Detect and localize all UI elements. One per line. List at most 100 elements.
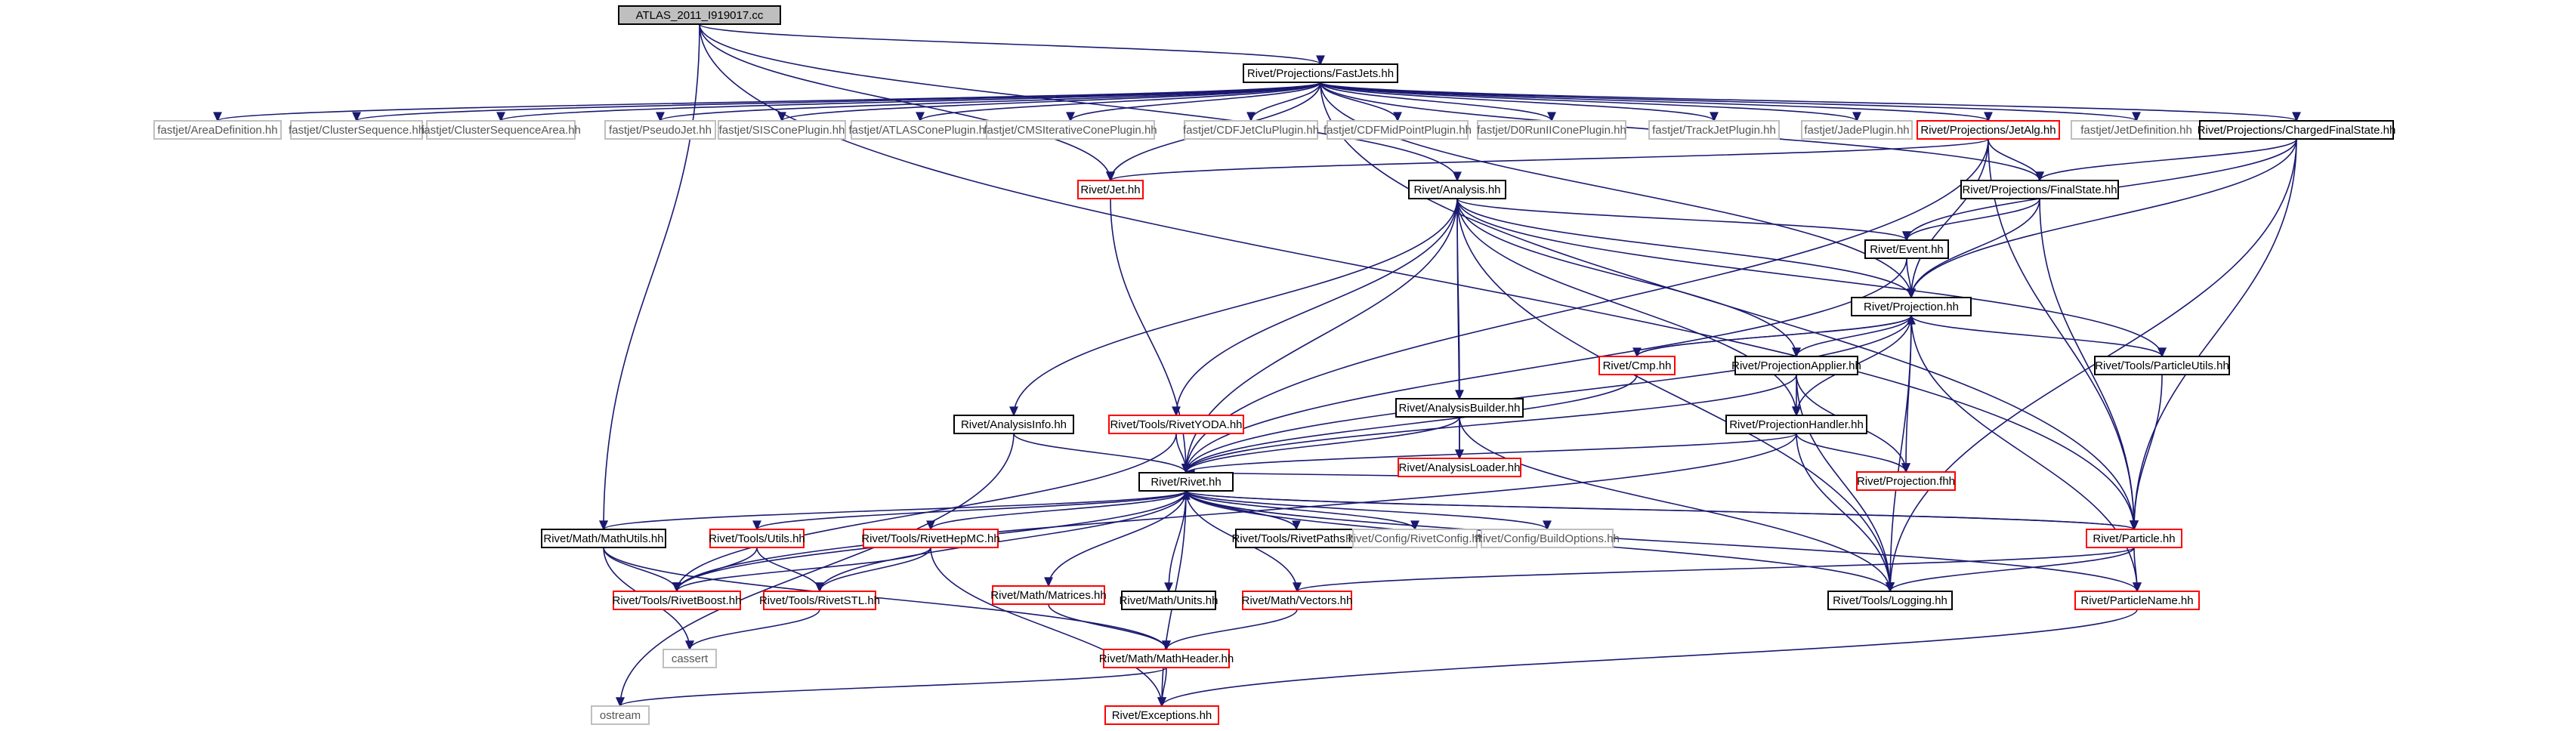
arrowhead-icon	[685, 640, 694, 651]
arrowhead-icon	[1852, 112, 1861, 122]
edge-line	[930, 490, 1187, 530]
node-rivethepmc[interactable]: Rivet/Tools/RivetHepMC.hh	[861, 529, 1000, 548]
node-box	[1242, 591, 1352, 610]
edge-line	[1185, 374, 1638, 473]
node-atlascone[interactable]: fastjet/ATLASConePlugin.hh	[848, 120, 992, 140]
node-finalstate[interactable]: Rivet/Projections/FinalState.hh	[1960, 180, 2119, 199]
node-clseqarea[interactable]: fastjet/ClusterSequenceArea.hh	[421, 120, 581, 140]
node-label: Rivet/Projections/JetAlg.hh	[1920, 124, 2056, 137]
edge-layer	[213, 23, 2301, 708]
node-rivetstl[interactable]: Rivet/Tools/RivetSTL.hh	[759, 591, 880, 610]
edge-projection-to-particleutils	[1910, 315, 2167, 358]
node-projhandler[interactable]: Rivet/ProjectionHandler.hh	[1725, 415, 1867, 434]
edge-line	[1456, 198, 1797, 357]
node-rivetboost[interactable]: Rivet/Tools/RivetBoost.hh	[613, 591, 742, 610]
node-toolsutils[interactable]: Rivet/Tools/Utils.hh	[709, 529, 805, 548]
edge-matrices-to-mathheader	[1048, 603, 1171, 651]
node-chfs[interactable]: Rivet/Projections/ChargedFinalState.hh	[2198, 120, 2396, 140]
edge-projection-to-projfhh	[1901, 315, 1912, 473]
node-jet[interactable]: Rivet/Jet.hh	[1077, 180, 1144, 199]
node-exceptions[interactable]: Rivet/Exceptions.hh	[1104, 705, 1219, 725]
node-label: fastjet/ATLASConePlugin.hh	[848, 124, 991, 137]
node-particleutils[interactable]: Rivet/Tools/ParticleUtils.hh	[2094, 356, 2230, 375]
edge-toolsutils-to-rivetstl	[756, 547, 824, 593]
node-anainfo[interactable]: Rivet/AnalysisInfo.hh	[953, 415, 1074, 434]
arrowhead-icon	[1181, 489, 1191, 500]
node-analysis[interactable]: Rivet/Analysis.hh	[1408, 180, 1506, 199]
node-trackjet[interactable]: fastjet/TrackJetPlugin.hh	[1648, 120, 1780, 140]
node-clseq[interactable]: fastjet/ClusterSequence.hh	[289, 120, 425, 140]
node-label: Rivet/Projections/ChargedFinalState.hh	[2198, 124, 2396, 137]
node-label: Rivet/Math/Matrices.hh	[990, 589, 1106, 602]
edge-line	[2133, 374, 2163, 530]
node-d0run[interactable]: fastjet/D0RunIIConePlugin.hh	[1477, 120, 1626, 140]
node-areadef[interactable]: fastjet/AreaDefinition.hh	[153, 120, 282, 140]
node-event[interactable]: Rivet/Event.hh	[1864, 239, 1949, 259]
node-particlename[interactable]: Rivet/ParticleName.hh	[2074, 591, 2200, 610]
edge-line	[1456, 198, 2163, 357]
node-siscone[interactable]: fastjet/SISConePlugin.hh	[718, 120, 846, 140]
node-ostream[interactable]: ostream	[591, 705, 650, 725]
node-rivetpaths[interactable]: Rivet/Tools/RivetPaths.hh	[1232, 529, 1361, 548]
edge-rivethh-to-rivethepmc	[926, 490, 1187, 531]
node-cmsit[interactable]: fastjet/CMSIterativeConePlugin.hh	[984, 120, 1157, 140]
node-logging[interactable]: Rivet/Tools/Logging.hh	[1827, 591, 1953, 610]
node-cassert[interactable]: cassert	[663, 649, 717, 668]
node-label: fastjet/CDFJetCluPlugin.hh	[1183, 124, 1319, 137]
node-anabuilder[interactable]: Rivet/AnalysisBuilder.hh	[1395, 398, 1524, 418]
node-fastjets[interactable]: Rivet/Projections/FastJets.hh	[1243, 63, 1398, 83]
edge-line	[1320, 82, 1858, 122]
node-box	[1477, 120, 1626, 140]
node-particle[interactable]: Rivet/Particle.hh	[2086, 529, 2182, 548]
edge-line	[603, 23, 700, 530]
node-jade[interactable]: fastjet/JadePlugin.hh	[1801, 120, 1913, 140]
node-mathutils[interactable]: Rivet/Math/MathUtils.hh	[541, 529, 666, 548]
node-jetalg[interactable]: Rivet/Projections/JetAlg.hh	[1917, 120, 2060, 140]
edge-line	[1185, 490, 2138, 592]
node-box	[1243, 63, 1398, 83]
node-box	[1103, 649, 1230, 668]
edge-line	[1185, 416, 1460, 473]
node-rivethh[interactable]: Rivet/Rivet.hh	[1138, 472, 1234, 492]
edge-analysis-to-rivetyoda	[1172, 198, 1458, 417]
node-projection[interactable]: Rivet/Projection.hh	[1851, 297, 1972, 316]
node-anaaloader[interactable]: Rivet/AnalysisLoader.hh	[1398, 458, 1521, 477]
edge-line	[1185, 258, 1907, 473]
node-box	[604, 120, 716, 140]
node-label: Rivet/AnalysisBuilder.hh	[1399, 402, 1521, 415]
node-mathheader[interactable]: Rivet/Math/MathHeader.hh	[1099, 649, 1234, 668]
node-cdfmid[interactable]: fastjet/CDFMidPointPlugin.hh	[1324, 120, 1472, 140]
arrowhead-icon	[1792, 406, 1801, 417]
node-label: Rivet/Tools/RivetPaths.hh	[1232, 532, 1361, 545]
node-label: ostream	[600, 709, 641, 722]
edge-jetalg-to-projection	[1907, 138, 1989, 299]
edge-rivetstl-to-cassert	[685, 609, 820, 651]
edge-line	[1013, 198, 1458, 416]
edge-line	[699, 23, 1321, 65]
node-box	[1917, 120, 2060, 140]
node-buildopts[interactable]: Rivet/Config/BuildOptions.hh	[1475, 529, 1620, 548]
node-rivetconfig[interactable]: Rivet/Config/RivetConfig.hh	[1345, 529, 1484, 548]
edge-line	[819, 547, 931, 592]
node-jetdef[interactable]: fastjet/JetDefinition.hh	[2071, 120, 2202, 140]
arrowhead-icon	[1293, 582, 1302, 593]
node-rivetyoda[interactable]: Rivet/Tools/RivetYODA.hh	[1108, 415, 1244, 434]
node-projfhh[interactable]: Rivet/Projection.fhh	[1856, 471, 1956, 491]
edge-rivethh-to-toolsutils	[752, 490, 1187, 531]
node-label: Rivet/Rivet.hh	[1151, 476, 1221, 489]
edge-line	[1110, 138, 1989, 181]
node-box	[1138, 472, 1234, 492]
node-box	[541, 529, 666, 548]
node-matrices[interactable]: Rivet/Math/Matrices.hh	[990, 585, 1107, 605]
node-cdfjetclu[interactable]: fastjet/CDFJetCluPlugin.hh	[1183, 120, 1319, 140]
node-cmp[interactable]: Rivet/Cmp.hh	[1598, 356, 1676, 375]
arrowhead-icon	[1157, 697, 1166, 708]
node-projapplier[interactable]: Rivet/ProjectionApplier.hh	[1731, 356, 1861, 375]
edge-line	[689, 609, 820, 650]
node-pseudojet[interactable]: fastjet/PseudoJet.hh	[604, 120, 716, 140]
edge-fastjets-to-jade	[1320, 82, 1861, 122]
node-root[interactable]: ATLAS_2011_I919017.cc	[618, 5, 781, 25]
node-vectors[interactable]: Rivet/Math/Vectors.hh	[1242, 591, 1353, 610]
node-box	[2094, 356, 2230, 375]
node-units[interactable]: Rivet/Math/Units.hh	[1120, 591, 1219, 610]
